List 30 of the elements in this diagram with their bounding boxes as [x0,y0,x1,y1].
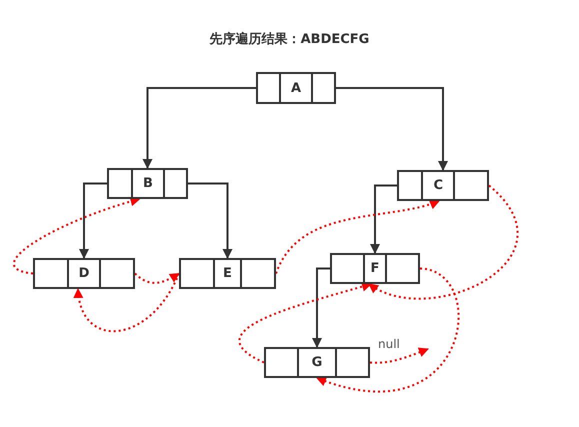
thread-arrow [13,196,140,274]
node-label: E [223,266,232,281]
list-node-box [107,168,188,199]
list-node-box [330,253,420,284]
list-node-box [179,258,276,289]
thread-arrow [370,348,429,364]
node-label: D [78,266,90,281]
list-node-box [264,347,370,378]
pointer-arrow [142,87,256,169]
thread-arrow [368,184,518,300]
thread-arrow [316,268,460,392]
node-label: G [312,355,322,370]
pointer-arrow [79,182,107,259]
pointer-arrow [370,184,397,254]
list-node-box [397,170,489,201]
list-node-box [33,258,135,289]
pointer-arrow [188,182,232,259]
thread-arrow [238,282,372,364]
diagram-title: 先序遍历结果：ABDECFG [210,32,370,47]
node-label: B [143,176,153,191]
thread-arrow [134,272,180,284]
pointer-arrow [336,87,448,171]
edge-label: null [378,337,400,351]
node-label: F [370,261,380,276]
node-label: C [433,178,443,193]
list-node-box [256,72,336,104]
thread-arrow [275,199,440,274]
thread-arrow [74,273,180,332]
pointer-arrow [312,268,330,348]
node-label: A [290,80,302,96]
